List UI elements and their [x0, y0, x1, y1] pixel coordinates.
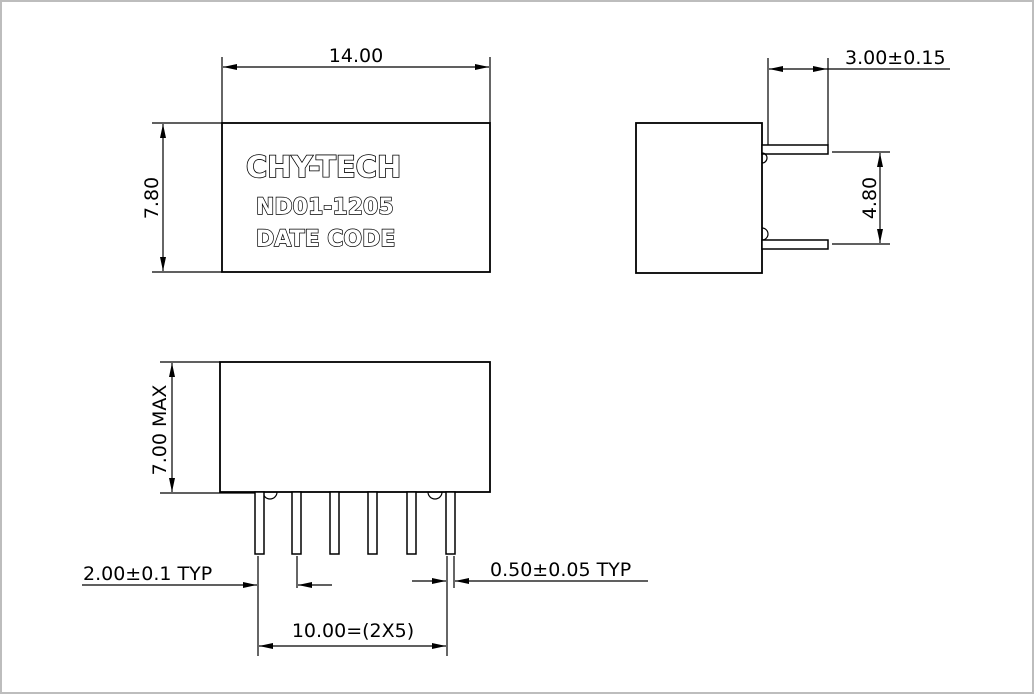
side-pin-lower [761, 239, 829, 250]
pin-standoff [262, 491, 278, 500]
dim-pin-pitch-label: 2.00±0.1 TYP [83, 563, 212, 585]
dim-height-label: 7.80 [141, 177, 163, 219]
top-view: CHY-TECH ND01-1205 DATE CODE 14.00 7.80 [141, 45, 491, 273]
dim-pin-extension-label: 3.00±0.15 [845, 47, 946, 69]
marking-brand: CHY-TECH [246, 150, 401, 184]
marking-date-code: DATE CODE [256, 227, 395, 252]
side-view: 3.00±0.15 4.80 [635, 47, 950, 274]
front-pin-2 [291, 491, 302, 555]
dim-max-height-label: 7.00 MAX [149, 385, 171, 476]
front-pin-4 [367, 491, 378, 555]
front-view-body [219, 361, 491, 493]
front-pin-6 [445, 491, 456, 555]
front-view: 7.00 MAX 2.00±0.1 TYP 0.50±0.05 TYP 10.0… [82, 361, 648, 656]
dim-pin-span-label: 10.00=(2X5) [292, 620, 414, 642]
top-view-body [221, 122, 491, 273]
front-pin-5 [406, 491, 417, 555]
front-pin-3 [329, 491, 340, 555]
dim-pin-spacing-label: 4.80 [859, 177, 881, 219]
front-pin-1 [254, 491, 265, 555]
pin-standoff [761, 152, 768, 164]
pin-standoff [427, 491, 443, 500]
pin-standoff [761, 227, 769, 241]
dim-length-label: 14.00 [329, 45, 383, 67]
marking-model: ND01-1205 [256, 195, 394, 220]
side-view-body [635, 122, 763, 274]
side-pin-upper [761, 144, 829, 155]
dim-pin-width-label: 0.50±0.05 TYP [490, 559, 631, 581]
